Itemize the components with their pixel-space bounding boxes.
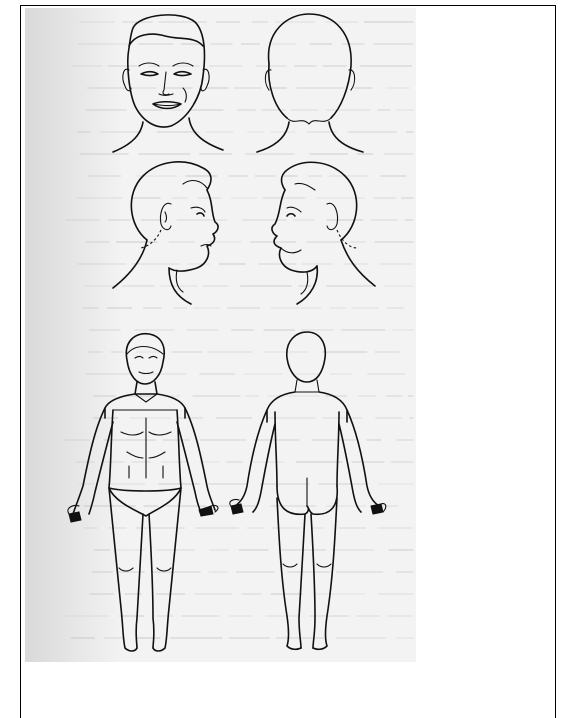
body-chart-scan (25, 8, 416, 662)
body-chart-drawing (25, 8, 416, 662)
paper-background (25, 8, 416, 662)
